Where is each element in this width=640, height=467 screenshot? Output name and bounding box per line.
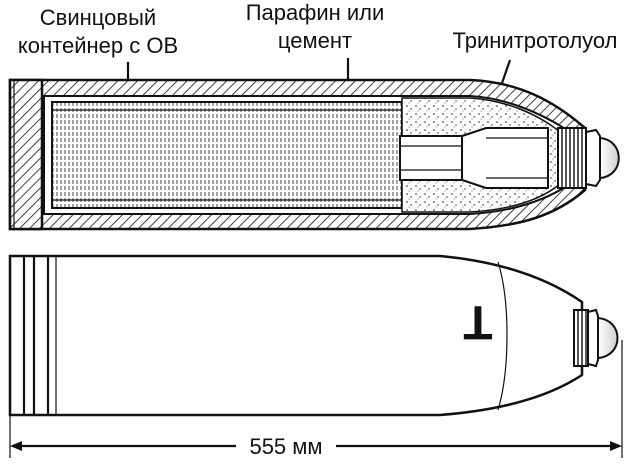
- cross-section: [8, 78, 620, 231]
- exterior-view: Т: [8, 254, 619, 417]
- booster-tube: [399, 127, 549, 189]
- fuze-collar-exterior: [587, 308, 599, 368]
- shell-body-exterior: [8, 254, 584, 417]
- lead-container: [51, 101, 403, 209]
- dimension-label: 555 мм: [249, 434, 322, 459]
- fuze-collar-section: [585, 128, 601, 188]
- label-lead-container-line2: контейнер с ОВ: [18, 33, 178, 58]
- base-plate-section: [8, 78, 44, 231]
- body-marking: Т: [463, 295, 492, 348]
- label-tnt: Тринитротолуол: [453, 28, 618, 53]
- fuze-tip-exterior: [597, 316, 619, 360]
- length-dimension: 555 мм: [9, 340, 623, 459]
- label-lead-container: Свинцовый контейнер с ОВ: [18, 5, 178, 58]
- fuze-tip-section: [599, 136, 620, 180]
- fuze-thread-section: [557, 127, 587, 189]
- label-lead-container-line1: Свинцовый: [40, 5, 156, 30]
- label-paraffin-line2: цемент: [278, 28, 352, 53]
- dim-arrow-left: [10, 441, 22, 451]
- fuze-thread-exterior: [573, 309, 589, 367]
- ogive-seam: [497, 261, 508, 411]
- label-paraffin-line1: Парафин или: [246, 0, 385, 25]
- label-paraffin: Парафин или цемент: [246, 0, 385, 53]
- dim-arrow-right: [610, 441, 622, 451]
